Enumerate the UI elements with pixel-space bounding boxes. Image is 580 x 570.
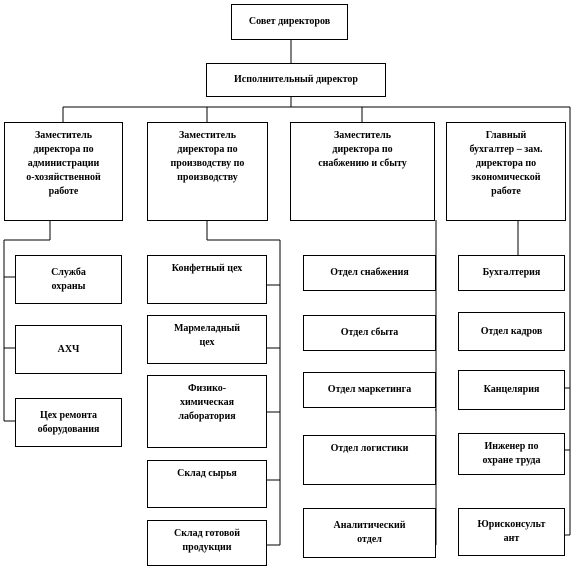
board-of-directors-box: Совет директоров — [231, 4, 348, 40]
unit-accounting-box: Бухгалтерия — [458, 255, 565, 291]
unit-supply-dept-label: Отдел снабжения — [330, 267, 409, 278]
unit-hr-dept-label: Отдел кадров — [480, 325, 543, 337]
unit-logistics-dept-label: Отдел логистики — [330, 443, 409, 454]
unit-repair-shop-label: Цех ремонта оборудования — [37, 409, 100, 435]
unit-candy-shop-label: Конфетный цех — [171, 263, 243, 274]
unit-legal-counsel-box: Юрисконсульт ант — [458, 508, 565, 556]
unit-raw-warehouse-label: Склад сырья — [177, 468, 237, 479]
unit-analytics-dept-box: Аналитический отдел — [303, 508, 436, 558]
unit-ahch-box: АХЧ — [15, 325, 122, 374]
unit-marketing-dept-label: Отдел маркетинга — [327, 384, 412, 395]
unit-security-box: Служба охраны — [15, 255, 122, 304]
unit-safety-engineer-label: Инженер по охране труда — [482, 441, 541, 466]
unit-supply-dept-box: Отдел снабжения — [303, 255, 436, 291]
unit-lab-label: Физико- химическая лаборатория — [178, 383, 236, 422]
unit-chancellery-label: Канцелярия — [483, 384, 540, 395]
unit-marketing-dept-box: Отдел маркетинга — [303, 372, 436, 408]
unit-repair-shop-box: Цех ремонта оборудования — [15, 398, 122, 447]
unit-logistics-dept-box: Отдел логистики — [303, 435, 436, 485]
unit-product-warehouse-label: Склад готовой продукции — [174, 528, 240, 553]
executive-label: Исполнительный директор — [234, 74, 358, 85]
unit-marmalade-shop-box: Мармеладный цех — [147, 315, 267, 364]
deputy-admin-box: Заместитель директора по администрации о… — [4, 122, 123, 221]
unit-legal-counsel-label: Юрисконсульт ант — [477, 519, 546, 544]
chief-accountant-label: Главный бухгалтер – зам. директора по эк… — [469, 130, 543, 197]
unit-security-label: Служба охраны — [51, 266, 86, 292]
unit-product-warehouse-box: Склад готовой продукции — [147, 520, 267, 566]
unit-raw-warehouse-box: Склад сырья — [147, 460, 267, 508]
chief-accountant-box: Главный бухгалтер – зам. директора по эк… — [446, 122, 566, 221]
unit-accounting-label: Бухгалтерия — [482, 267, 541, 278]
deputy-supply-label: Заместитель директора по снабжению и сбы… — [318, 130, 407, 169]
unit-ahch-label: АХЧ — [57, 343, 80, 355]
unit-lab-box: Физико- химическая лаборатория — [147, 375, 267, 448]
board-label: Совет директоров — [248, 16, 331, 27]
unit-sales-dept-label: Отдел сбыта — [340, 327, 399, 338]
deputy-production-box: Заместитель директора по производству по… — [147, 122, 268, 221]
unit-chancellery-box: Канцелярия — [458, 370, 565, 410]
deputy-admin-label: Заместитель директора по администрации о… — [26, 130, 101, 197]
unit-candy-shop-box: Конфетный цех — [147, 255, 267, 304]
unit-hr-dept-box: Отдел кадров — [458, 312, 565, 351]
executive-director-box: Исполнительный директор — [206, 63, 386, 97]
deputy-supply-box: Заместитель директора по снабжению и сбы… — [290, 122, 435, 221]
unit-sales-dept-box: Отдел сбыта — [303, 315, 436, 351]
unit-marmalade-shop-label: Мармеладный цех — [173, 323, 241, 348]
unit-analytics-dept-label: Аналитический отдел — [333, 520, 406, 545]
unit-safety-engineer-box: Инженер по охране труда — [458, 433, 565, 475]
deputy-production-label: Заместитель директора по производству по… — [170, 130, 245, 183]
